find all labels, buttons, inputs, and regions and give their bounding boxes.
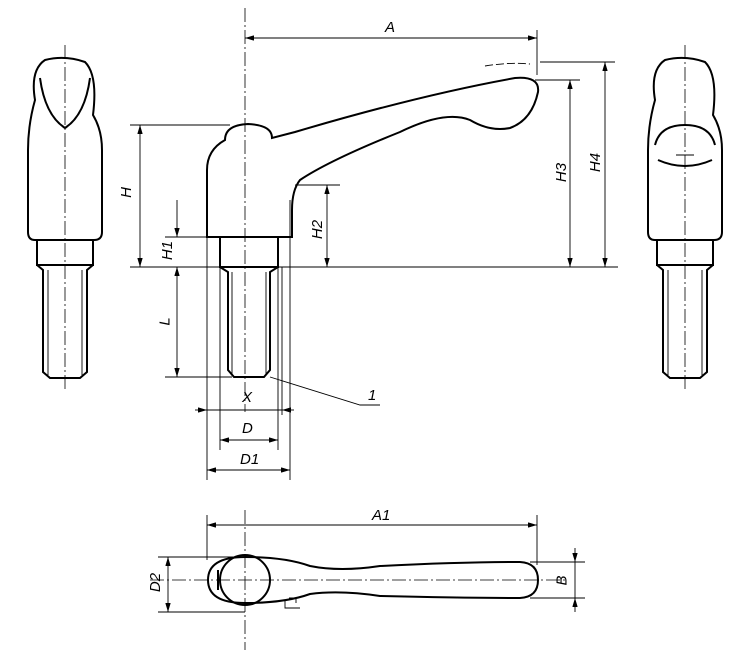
dimension-lines (130, 30, 618, 480)
dim-label-d1: D1 (240, 451, 260, 468)
lever-top-view (150, 510, 585, 650)
dim-label-h: H (117, 187, 135, 198)
dim-label-h2: H2 (309, 219, 327, 240)
lever-side-view-right (647, 45, 723, 390)
dim-label-d2: D2 (147, 572, 165, 593)
dim-label-b: B (553, 575, 571, 586)
dim-label-x: X (242, 389, 253, 406)
dim-label-a1: A1 (372, 507, 391, 524)
dim-label-h4: H4 (587, 152, 605, 173)
lever-front-view (206, 8, 540, 412)
dim-label-d: D (242, 420, 253, 437)
brand-logo-icon (284, 597, 300, 609)
item-label-1: 1 (368, 387, 377, 404)
lever-side-view-left (27, 45, 103, 390)
dim-label-l: L (156, 317, 174, 326)
dim-label-h3: H3 (553, 162, 571, 183)
dim-label-a: A (385, 19, 396, 36)
dim-label-h1: H1 (159, 240, 177, 261)
